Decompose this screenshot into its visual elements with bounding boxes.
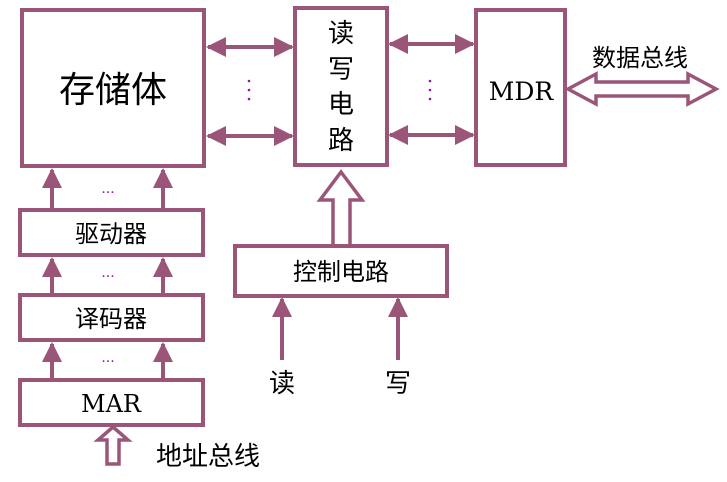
rw-circuit-char-1: 读 (328, 19, 354, 49)
mar-label: MAR (81, 390, 142, 418)
vertical-ellipsis-dot (428, 79, 432, 83)
control-circuit-label: 控制电路 (293, 258, 389, 286)
read-signal-label: 读 (269, 369, 295, 399)
control-rw-hollow-arrow (316, 169, 366, 244)
address-bus-label: 地址总线 (156, 442, 260, 472)
mar-block (18, 378, 205, 427)
vertical-ellipsis-dot (247, 79, 251, 83)
memory-block (20, 8, 206, 168)
rw-circuit-block (293, 6, 389, 167)
memory-label: 存储体 (59, 70, 167, 111)
ellipsis-mar-decoder: ··· (101, 354, 114, 370)
vertical-ellipsis-dot (247, 97, 251, 101)
ellipsis-decoder-driver: ··· (101, 269, 114, 285)
vertical-ellipsis-dot (428, 97, 432, 101)
mdr-label: MDR (489, 77, 555, 106)
data-bus-hollow-arrow (564, 71, 720, 107)
mdr-block (474, 8, 567, 167)
driver-label: 驱动器 (75, 220, 147, 248)
driver-block (18, 208, 205, 257)
address-bus-hollow-arrow (93, 424, 133, 466)
vertical-ellipsis-dot (428, 88, 432, 92)
data-bus-label: 数据总线 (592, 44, 688, 72)
rw-circuit-char-2: 写 (328, 55, 354, 85)
decoder-block (18, 293, 205, 342)
ellipsis-driver-memory: ··· (101, 185, 114, 201)
write-signal-label: 写 (385, 369, 411, 399)
rw-circuit-char-4: 路 (328, 126, 354, 156)
control-circuit-block (233, 244, 449, 298)
rw-circuit-char-3: 电 (328, 90, 354, 120)
decoder-label: 译码器 (75, 305, 147, 333)
vertical-ellipsis-dot (247, 88, 251, 92)
